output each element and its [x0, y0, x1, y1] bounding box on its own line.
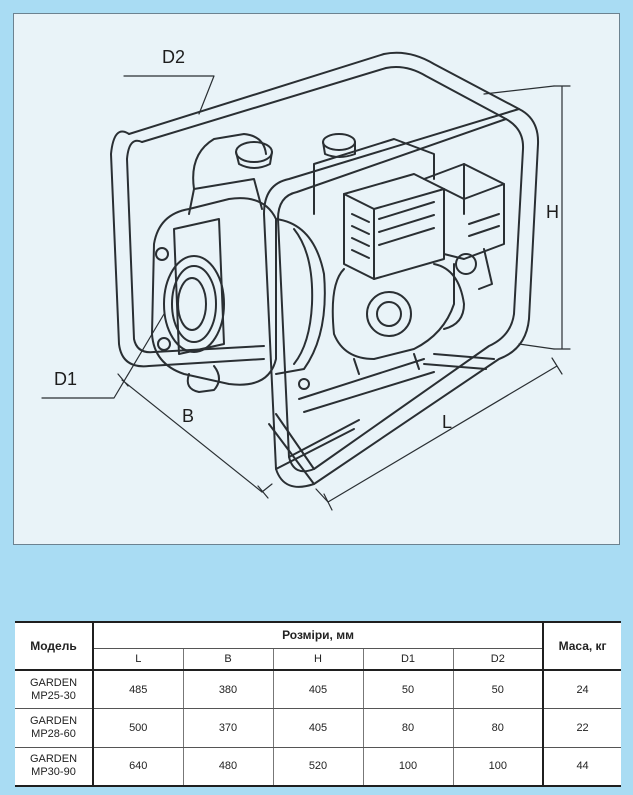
cell-h: 405: [273, 670, 364, 710]
cell-h: 520: [273, 747, 364, 787]
subheader-d2: D2: [453, 648, 544, 671]
cell-d2: 50: [453, 670, 544, 710]
label-h: H: [546, 202, 559, 222]
subheader-l: L: [93, 648, 184, 671]
label-b: B: [182, 406, 195, 426]
frame: [110, 51, 540, 488]
subheader-h: H: [273, 648, 364, 671]
cell-l: 640: [93, 747, 184, 787]
cell-b: 370: [183, 708, 274, 748]
column-header-mass: Маса, кг: [542, 621, 622, 671]
cell-l: 500: [93, 708, 184, 748]
pump-illustration: [41, 51, 571, 511]
pump-body: [151, 133, 326, 393]
engine: [313, 133, 505, 375]
subheader-b: B: [183, 648, 274, 671]
cell-d1: 50: [363, 670, 454, 710]
cell-b: 380: [183, 670, 274, 710]
cell-mass: 44: [542, 747, 622, 787]
cell-b: 480: [183, 747, 274, 787]
cell-h: 405: [273, 708, 364, 748]
cell-d1: 80: [363, 708, 454, 748]
cell-l: 485: [93, 670, 184, 710]
label-d1: D1: [54, 369, 78, 389]
column-header-dimensions: Розміри, мм: [93, 621, 544, 649]
cell-mass: 24: [542, 670, 622, 710]
subheader-d1: D1: [363, 648, 454, 671]
column-header-model: Модель: [15, 621, 94, 671]
cell-mass: 22: [542, 708, 622, 748]
label-d2: D2: [162, 47, 186, 67]
cell-d2: 100: [453, 747, 544, 787]
specifications-table: Модель Розміри, мм Маса, кг L B H D1 D2 …: [15, 621, 622, 787]
pump-dimension-drawing: D2 D1 H B L: [13, 13, 620, 545]
cell-d2: 80: [453, 708, 544, 748]
label-l: L: [442, 412, 453, 432]
dimension-lines: [41, 75, 571, 511]
cell-d1: 100: [363, 747, 454, 787]
